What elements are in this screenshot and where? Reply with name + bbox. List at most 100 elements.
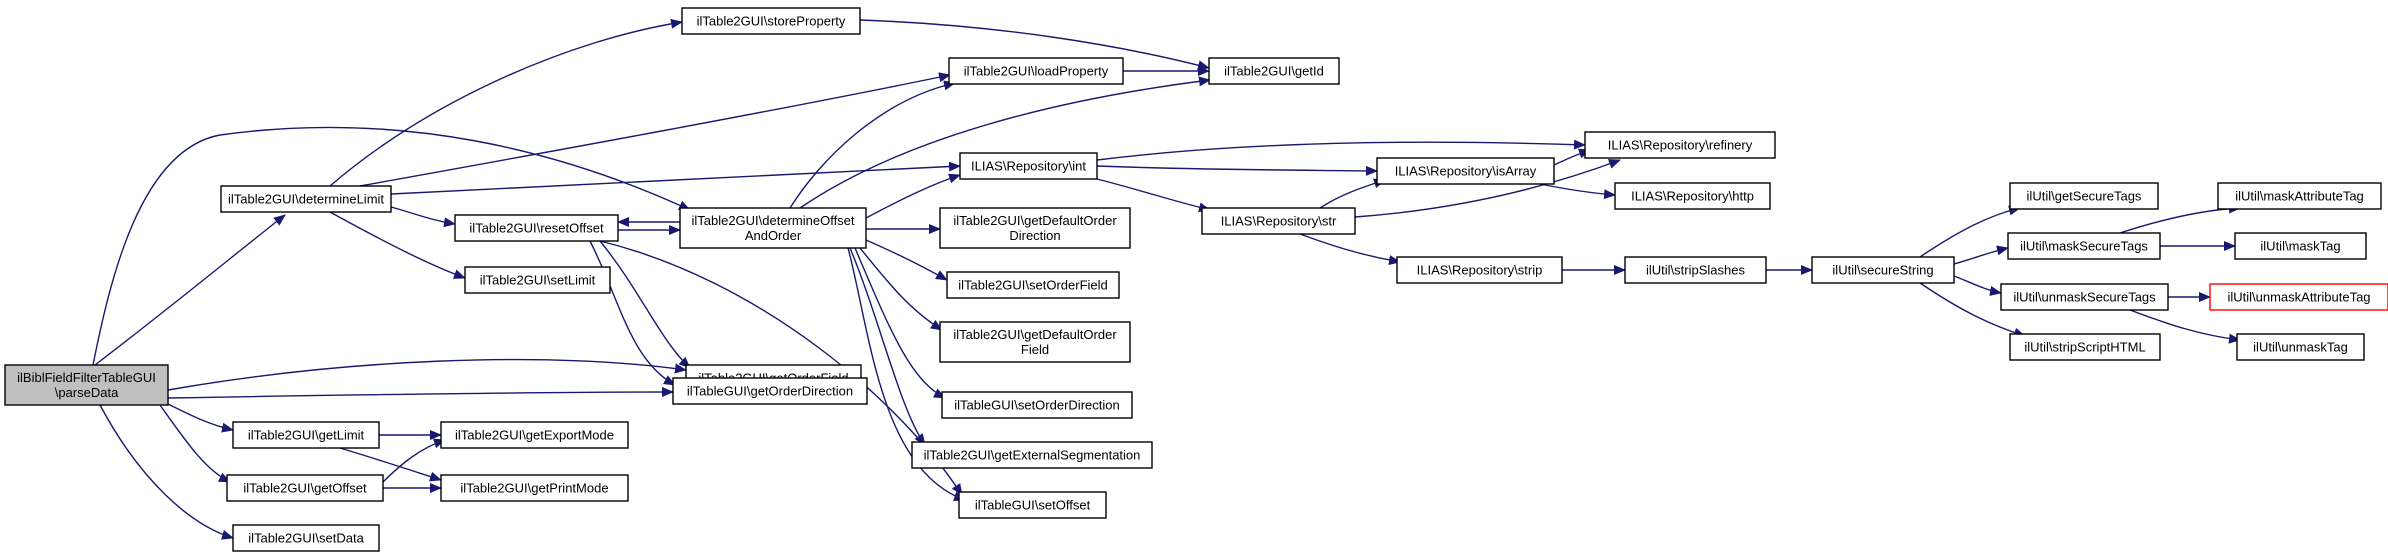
node-box-getDefaultOrderDirection: [939, 207, 1131, 249]
node-box-getPrintMode: [440, 474, 629, 502]
edge-unmaskSecureTags-to-unmaskTag: [2129, 309, 2241, 344]
node-label-getDefaultOrderField-0: ilTable2GUI\getDefaultOrder: [953, 327, 1117, 342]
node-isArray[interactable]: ILIAS\Repository\isArray: [1376, 157, 1555, 185]
edge-root-to-getLimit: [167, 403, 234, 433]
node-getExternalSegmentation[interactable]: ilTable2GUI\getExternalSegmentation: [911, 441, 1153, 469]
node-getOrderDirection[interactable]: ilTableGUI\getOrderDirection: [672, 377, 868, 405]
node-label-unmaskTag: ilUtil\unmaskTag: [2253, 340, 2348, 355]
node-setOrderDirection[interactable]: ilTableGUI\setOrderDirection: [941, 391, 1133, 419]
node-box-getExportMode: [440, 421, 629, 449]
node-maskSecureTags[interactable]: ilUtil\maskSecureTags: [2007, 232, 2161, 260]
edge-secureString-to-maskSecureTags: [1953, 245, 2009, 265]
node-label-getLimit: ilTable2GUI\getLimit: [248, 428, 365, 443]
edge-determineLimit-to-resetOffset: [390, 206, 456, 228]
node-maskTag[interactable]: ilUtil\maskTag: [2234, 232, 2367, 260]
node-stripSlashes[interactable]: ilUtil\stripSlashes: [1624, 256, 1767, 284]
node-label-getExportMode: ilTable2GUI\getExportMode: [455, 428, 614, 443]
node-str[interactable]: ILIAS\Repository\str: [1201, 207, 1356, 235]
edge-determineLimit-to-loadProperty: [359, 72, 951, 187]
node-determineLimit[interactable]: ilTable2GUI\determineLimit: [220, 185, 392, 213]
node-label-maskSecureTags: ilUtil\maskSecureTags: [2020, 239, 2148, 254]
edge-resetOffset-to-getOrderDirection: [589, 240, 676, 386]
node-label-setOrderDirection: ilTableGUI\setOrderDirection: [954, 398, 1119, 413]
edge-root-to-setData: [99, 404, 234, 540]
edge-isArray-to-http: [1539, 183, 1616, 200]
node-box-secureString: [1811, 256, 1955, 284]
node-refinery[interactable]: ILIAS\Repository\refinery: [1584, 131, 1776, 159]
edge-determineLimit-to-storeProperty: [329, 18, 683, 187]
node-label-getDefaultOrderField-1: Field: [1021, 342, 1049, 357]
edge-int-to-refinery: [1096, 139, 1586, 161]
node-label-getDefaultOrderDirection-0: ilTable2GUI\getDefaultOrder: [953, 213, 1117, 228]
node-getExportMode[interactable]: ilTable2GUI\getExportMode: [440, 421, 629, 449]
node-label-determineOffsetAndOrder-1: AndOrder: [745, 228, 802, 243]
node-loadProperty[interactable]: ilTable2GUI\loadProperty: [948, 57, 1124, 85]
node-label-setOrderField: ilTable2GUI\setOrderField: [958, 278, 1108, 293]
node-label-getPrintMode: ilTable2GUI\getPrintMode: [460, 481, 608, 496]
node-getOffset[interactable]: ilTable2GUI\getOffset: [226, 474, 384, 502]
node-getSecureTags[interactable]: ilUtil\getSecureTags: [2009, 182, 2159, 210]
node-http[interactable]: ILIAS\Repository\http: [1614, 182, 1771, 210]
edge-getLimit-to-getPrintMode: [339, 447, 442, 482]
edge-determineOffsetAndOrder-to-getExternalSegmentation: [849, 247, 926, 446]
node-label-getDefaultOrderDirection-1: Direction: [1009, 228, 1060, 243]
node-int[interactable]: ILIAS\Repository\int: [959, 152, 1098, 180]
node-label-stripSlashes: ilUtil\stripSlashes: [1646, 263, 1745, 278]
node-box-str: [1201, 207, 1356, 235]
node-strip[interactable]: ILIAS\Repository\strip: [1396, 256, 1563, 284]
node-getId[interactable]: ilTable2GUI\getId: [1208, 57, 1340, 85]
node-unmaskSecureTags[interactable]: ilUtil\unmaskSecureTags: [2000, 283, 2169, 311]
edge-str-to-isArray: [1319, 178, 1386, 209]
node-label-getSecureTags: ilUtil\getSecureTags: [2027, 189, 2142, 204]
edge-storeProperty-to-getId: [859, 19, 1210, 71]
node-box-isArray: [1376, 157, 1555, 185]
node-setOrderField[interactable]: ilTable2GUI\setOrderField: [946, 271, 1120, 299]
node-storeProperty[interactable]: ilTable2GUI\storeProperty: [681, 7, 861, 35]
node-label-unmaskAttributeTag: ilUtil\unmaskAttributeTag: [2227, 290, 2370, 305]
node-label-storeProperty: ilTable2GUI\storeProperty: [697, 14, 846, 29]
node-getLimit[interactable]: ilTable2GUI\getLimit: [232, 421, 380, 449]
edge-maskSecureTags-to-maskAttributeTag: [2119, 203, 2241, 234]
node-box-root: [4, 364, 169, 406]
node-setLimit[interactable]: ilTable2GUI\setLimit: [464, 266, 611, 294]
edge-root-to-getOrderDirection: [167, 387, 674, 399]
node-setData[interactable]: ilTable2GUI\setData: [232, 524, 380, 552]
node-label-secureString: ilUtil\secureString: [1832, 263, 1933, 278]
node-box-getDefaultOrderField: [939, 321, 1131, 363]
edge-root-to-determineOffsetAndOrder: [92, 126, 691, 366]
node-label-loadProperty: ilTable2GUI\loadProperty: [964, 64, 1109, 79]
node-stripScriptHTML[interactable]: ilUtil\stripScriptHTML: [2009, 333, 2161, 361]
node-getPrintMode[interactable]: ilTable2GUI\getPrintMode: [440, 474, 629, 502]
node-unmaskTag[interactable]: ilUtil\unmaskTag: [2236, 333, 2365, 361]
node-box-maskTag: [2234, 232, 2367, 260]
node-box-setOrderField: [946, 271, 1120, 299]
node-secureString[interactable]: ilUtil\secureString: [1811, 256, 1955, 284]
node-setOffset[interactable]: ilTableGUI\setOffset: [958, 491, 1107, 519]
node-box-determineOffsetAndOrder: [679, 207, 867, 249]
node-label-determineLimit: ilTable2GUI\determineLimit: [228, 192, 384, 207]
node-box-loadProperty: [948, 57, 1124, 85]
node-unmaskAttributeTag[interactable]: ilUtil\unmaskAttributeTag: [2209, 283, 2388, 311]
node-box-stripScriptHTML: [2009, 333, 2161, 361]
edge-resetOffset-to-getOrderField: [599, 240, 691, 369]
node-root[interactable]: ilBiblFieldFilterTableGUI\parseData: [4, 364, 169, 406]
edge-determineOffsetAndOrder-to-setOffset: [847, 247, 966, 502]
edge-secureString-to-unmaskSecureTags: [1953, 275, 2002, 296]
node-box-getOffset: [226, 474, 384, 502]
node-resetOffset[interactable]: ilTable2GUI\resetOffset: [454, 214, 619, 242]
node-maskAttributeTag[interactable]: ilUtil\maskAttributeTag: [2217, 182, 2382, 210]
node-box-getExternalSegmentation: [911, 441, 1153, 469]
edge-determineOffsetAndOrder-to-setOrderDirection: [854, 247, 946, 399]
node-label-setLimit: ilTable2GUI\setLimit: [480, 273, 596, 288]
node-label-unmaskSecureTags: ilUtil\unmaskSecureTags: [2013, 290, 2156, 305]
node-box-refinery: [1584, 131, 1776, 159]
node-label-stripScriptHTML: ilUtil\stripScriptHTML: [2024, 340, 2145, 355]
edge-getOffset-to-getExportMode: [382, 438, 446, 483]
node-box-unmaskSecureTags: [2000, 283, 2169, 311]
node-box-maskSecureTags: [2007, 232, 2161, 260]
node-label-determineOffsetAndOrder-0: ilTable2GUI\determineOffset: [691, 213, 854, 228]
